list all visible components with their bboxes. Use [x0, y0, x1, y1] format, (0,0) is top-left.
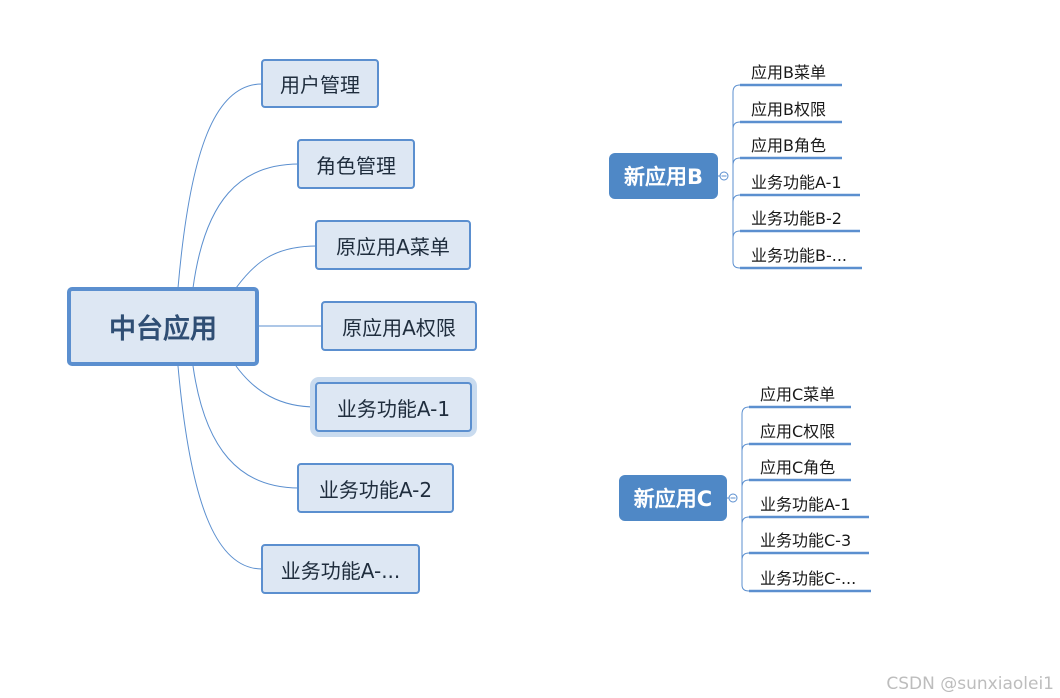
app-c-leaf-2[interactable]: 应用C角色: [760, 454, 835, 478]
branch-node-label: 业务功能A-...: [280, 558, 401, 583]
app-b-link-3: [732, 194, 741, 203]
app-c-link-4: [741, 552, 750, 561]
leaf-label: 应用C权限: [760, 422, 836, 441]
app-c-leaf-0[interactable]: 应用C菜单: [760, 381, 835, 405]
app-c-leaf-4[interactable]: 业务功能C-3: [760, 527, 851, 551]
branch-node-4[interactable]: 业务功能A-1: [315, 382, 472, 432]
app-c-leaf-1[interactable]: 应用C权限: [760, 418, 835, 442]
app-b-leaf-4[interactable]: 业务功能B-2: [751, 205, 842, 229]
leaf-label: 应用C角色: [760, 458, 836, 477]
leaf-label: 业务功能C-...: [760, 569, 857, 588]
branch-node-label: 用户管理: [280, 73, 360, 97]
connector-branch-1: [192, 163, 300, 289]
app-b-link-4: [732, 230, 741, 239]
app-b-leaf-3[interactable]: 业务功能A-1: [751, 169, 842, 193]
app-b-node-label: 新应用B: [623, 165, 703, 189]
app-c-node-label: 新应用C: [633, 487, 713, 511]
root-node[interactable]: 中台应用: [67, 287, 259, 366]
app-c-link-5: [741, 584, 750, 592]
leaf-label: 业务功能B-2: [751, 209, 842, 228]
root-node-label: 中台应用: [109, 314, 217, 345]
connector-branch-2: [235, 245, 318, 289]
branch-node-label: 角色管理: [316, 153, 396, 178]
leaf-label: 应用B权限: [751, 100, 826, 119]
app-b-leaf-0[interactable]: 应用B菜单: [751, 59, 826, 83]
watermark: CSDN @sunxiaolei1: [886, 674, 1054, 694]
leaf-label: 业务功能A-1: [760, 495, 851, 514]
branch-node-5[interactable]: 业务功能A-2: [297, 463, 454, 513]
app-c-node[interactable]: 新应用C: [619, 475, 727, 521]
app-b-link-0: [732, 84, 741, 93]
branch-node-2[interactable]: 原应用A菜单: [315, 220, 471, 270]
leaf-label: 业务功能B-...: [751, 246, 848, 265]
leaf-label: 应用B菜单: [751, 63, 826, 82]
connector-branch-0: [177, 83, 263, 289]
app-c-link-3: [741, 516, 750, 525]
app-b-leaf-5[interactable]: 业务功能B-...: [751, 242, 847, 266]
leaf-label: 应用C菜单: [760, 385, 836, 404]
leaf-label: 应用B角色: [751, 136, 826, 155]
branch-node-label: 原应用A菜单: [336, 234, 450, 259]
branch-node-label: 业务功能A-2: [318, 477, 433, 502]
app-b-node[interactable]: 新应用B: [609, 153, 718, 199]
connector-branch-5: [192, 365, 300, 489]
app-b-link-5: [732, 261, 741, 269]
branch-node-label: 业务功能A-1: [336, 396, 451, 421]
leaf-label: 业务功能A-1: [751, 173, 842, 192]
app-c-link-0: [741, 406, 750, 415]
connector-branch-4: [235, 365, 317, 408]
app-c-link-1: [741, 443, 750, 452]
app-b-link-1: [732, 121, 741, 130]
app-c-leaf-3[interactable]: 业务功能A-1: [760, 491, 851, 515]
app-b-leaf-2[interactable]: 应用B角色: [751, 132, 826, 156]
leaf-label: 业务功能C-3: [760, 531, 852, 550]
branch-node-1[interactable]: 角色管理: [297, 139, 415, 189]
branch-node-6[interactable]: 业务功能A-...: [261, 544, 420, 594]
app-c-leaf-5[interactable]: 业务功能C-...: [760, 565, 856, 589]
connector-branch-6: [177, 365, 263, 570]
app-b-leaf-1[interactable]: 应用B权限: [751, 96, 826, 120]
app-b-link-2: [732, 157, 741, 166]
branch-node-0[interactable]: 用户管理: [261, 59, 379, 108]
app-c-link-2: [741, 479, 750, 488]
branch-node-3[interactable]: 原应用A权限: [321, 301, 477, 351]
branch-node-label: 原应用A权限: [342, 315, 456, 340]
